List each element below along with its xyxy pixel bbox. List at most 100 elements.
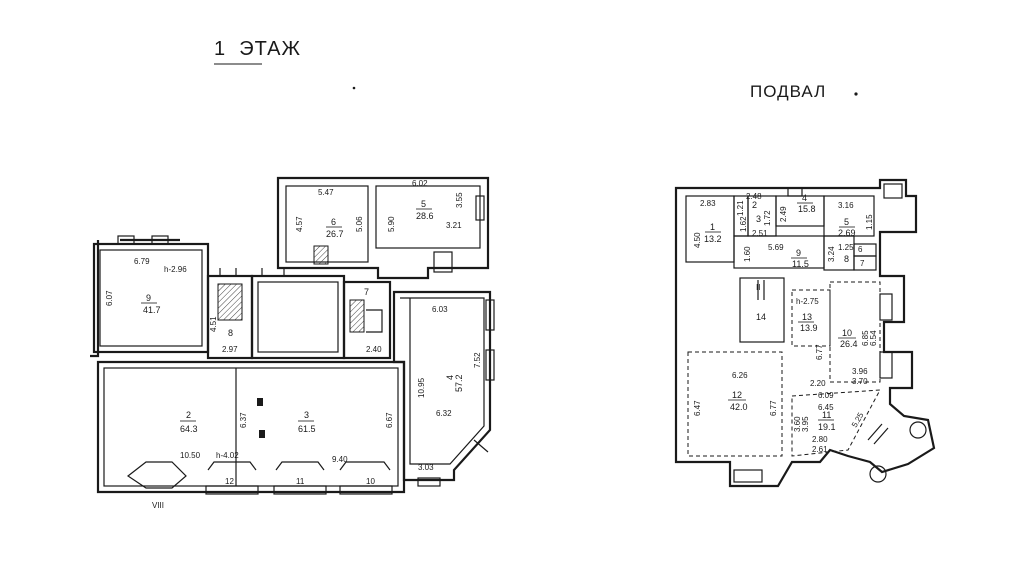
- round-column: [909, 421, 927, 439]
- room-4-inner: [400, 297, 485, 465]
- room-5-dim: 5.90: [387, 216, 396, 232]
- room-b3-number: 3: [756, 214, 761, 224]
- room-mid-outline: [250, 274, 346, 360]
- bay-window: [339, 461, 391, 471]
- room-b11-dim: 2.61: [812, 445, 828, 454]
- room-b13: [791, 289, 831, 347]
- room-b1-area: 13.2: [704, 234, 722, 244]
- room-b11-dim: 2.80: [812, 435, 828, 444]
- room-b2-dim: 2.48: [746, 192, 762, 201]
- stair-8: [217, 283, 243, 321]
- window: [485, 349, 495, 381]
- room-b14: [739, 277, 785, 343]
- room-b11: [791, 389, 881, 457]
- room-b13-height: h-2.75: [796, 297, 819, 306]
- room-6-dim: 5.06: [355, 216, 364, 232]
- room-5-dim: 6.02: [412, 179, 428, 188]
- floor1-label: ЭТАЖ: [239, 38, 301, 60]
- room-7-dim: 2.40: [366, 345, 382, 354]
- window-10-label: 10: [366, 477, 375, 486]
- room-b8-dim: 3.24: [827, 246, 836, 262]
- room-b11-dim: 5.25: [850, 411, 866, 429]
- room-b11-dim: 6.09: [818, 391, 834, 400]
- room-b10-dim: 6.54: [869, 330, 878, 346]
- room-2-height: h-4.02: [216, 451, 239, 460]
- room-4-area: 57.2: [454, 374, 464, 392]
- room-6-dim: 5.47: [318, 188, 334, 197]
- room-7-outline: [342, 280, 392, 360]
- room-5-number: 5: [421, 199, 426, 209]
- room-b7-number: 7: [860, 259, 865, 268]
- room-8-dim: 2.97: [222, 345, 238, 354]
- window: [475, 195, 485, 221]
- room-b11-dim: 3.60: [793, 416, 802, 432]
- room-b4-number: 4: [802, 193, 807, 203]
- room-b9-number: 9: [796, 248, 801, 258]
- window: [117, 235, 135, 245]
- room-3-number: 3: [304, 410, 309, 420]
- room-2-dim: 10.50: [180, 451, 201, 460]
- room-b7: [853, 255, 877, 271]
- room-3-dim: 6.37: [239, 412, 248, 428]
- basement-labels: 2.83 4.50 1 13.2 2.48 1.21 2 1.62 3 2.51…: [693, 192, 878, 454]
- dot-mark: [352, 86, 356, 90]
- stair-label: II: [756, 283, 760, 292]
- room-b13-dim: 6.77: [815, 344, 824, 360]
- bay-window: [275, 461, 325, 471]
- room-9-number: 9: [146, 293, 151, 303]
- room-9-dim: 6.79: [134, 257, 150, 266]
- window: [867, 423, 883, 441]
- room-b5-area: 2.69: [838, 228, 856, 238]
- room-b6-dim: 1.25: [838, 243, 854, 252]
- stair-7-turn: [366, 309, 383, 333]
- window-10: [339, 485, 393, 495]
- room-9-area: 41.7: [143, 305, 161, 315]
- dot-mark: [854, 92, 858, 96]
- room-4-dim: 10.95: [417, 377, 426, 398]
- room-4-number: 4: [445, 375, 455, 380]
- room-b12-dim: 6.47: [693, 400, 702, 416]
- room-b5-number: 5: [844, 217, 849, 227]
- room-b5-dim: 1.15: [865, 214, 874, 230]
- stair-6: [313, 245, 329, 265]
- room-b10-dim: 3.96: [852, 367, 868, 376]
- window: [485, 299, 495, 331]
- window: [151, 235, 169, 245]
- stair-7: [349, 299, 365, 333]
- door: [417, 477, 441, 487]
- room-b9-dim: 1.60: [743, 246, 752, 262]
- room-b9-dim: 5.69: [768, 243, 784, 252]
- room-3-dim: 6.67: [385, 412, 394, 428]
- floor1-labels: 6.79 h-2.96 6.07 9 41.7 4.51 8 2.97 7 2.…: [105, 179, 482, 510]
- room-3-dim: 9.40: [332, 455, 348, 464]
- floor1-title: 1 ЭТАЖ: [214, 38, 301, 61]
- room-8-number: 8: [228, 328, 233, 338]
- room-6-area: 26.7: [326, 229, 344, 239]
- upper-block-outline: [276, 176, 490, 280]
- window: [787, 187, 803, 197]
- room-9-dim: 6.07: [105, 290, 114, 306]
- room-4-dim: 6.32: [436, 409, 452, 418]
- room-b4-area: 15.8: [798, 204, 816, 214]
- room-b13-dim: 2.20: [810, 379, 826, 388]
- room-b10-number: 10: [842, 328, 852, 338]
- room-b3-dim: 2.51: [752, 229, 768, 238]
- room-6-number: 6: [331, 217, 336, 227]
- window-11-label: 11: [296, 477, 305, 486]
- room-b3-dim: 1.72: [763, 210, 772, 226]
- room-9-height: h-2.96: [164, 265, 187, 274]
- room-b13-area: 13.9: [800, 323, 818, 333]
- room-b1-dim: 2.83: [700, 199, 716, 208]
- room-b12-number: 12: [732, 390, 742, 400]
- room-b11-area: 19.1: [818, 422, 836, 432]
- column: [259, 430, 265, 438]
- niche: [433, 251, 453, 273]
- room-5-dim: 3.55: [455, 192, 464, 208]
- room-b11-dim: 6.45: [818, 403, 834, 412]
- window: [883, 183, 903, 199]
- window: [733, 469, 763, 483]
- room-b10-dim: 3.70: [852, 377, 868, 386]
- bay-window: [207, 461, 257, 471]
- floor1-number: 1: [214, 38, 227, 60]
